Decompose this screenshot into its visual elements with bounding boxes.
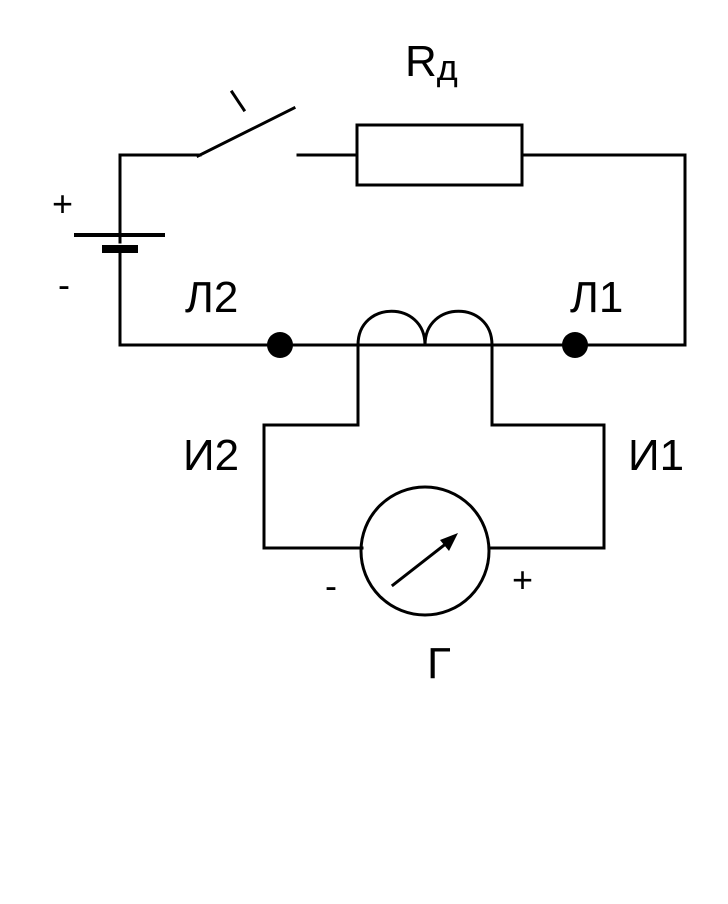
terminal-dot-l1 <box>562 332 588 358</box>
galvanometer-needle-icon <box>390 533 458 588</box>
galvanometer-minus-label: - <box>325 565 337 606</box>
galvanometer-label: Г <box>427 639 451 688</box>
terminal-i1-label: И1 <box>628 431 684 480</box>
battery-plus-label: + <box>52 183 73 224</box>
wire-left-lower <box>118 247 282 347</box>
wire-left-upper <box>118 153 202 244</box>
wire-secondary-right <box>488 343 606 550</box>
terminal-l1-label: Л1 <box>570 273 623 322</box>
transformer-coil <box>356 309 494 347</box>
wire-secondary-left <box>262 343 364 550</box>
galvanometer-plus-label: + <box>512 559 533 600</box>
switch-arrow-icon <box>229 89 252 120</box>
battery-minus-label: - <box>58 264 70 305</box>
resistor-rd <box>355 123 524 187</box>
terminal-l2-label: Л2 <box>185 273 238 322</box>
switch-blade <box>195 105 297 159</box>
galvanometer <box>359 485 491 617</box>
wire-right <box>520 153 687 347</box>
terminal-dot-l2 <box>267 332 293 358</box>
terminal-i2-label: И2 <box>183 431 239 480</box>
resistor-label: Rд <box>405 37 458 88</box>
